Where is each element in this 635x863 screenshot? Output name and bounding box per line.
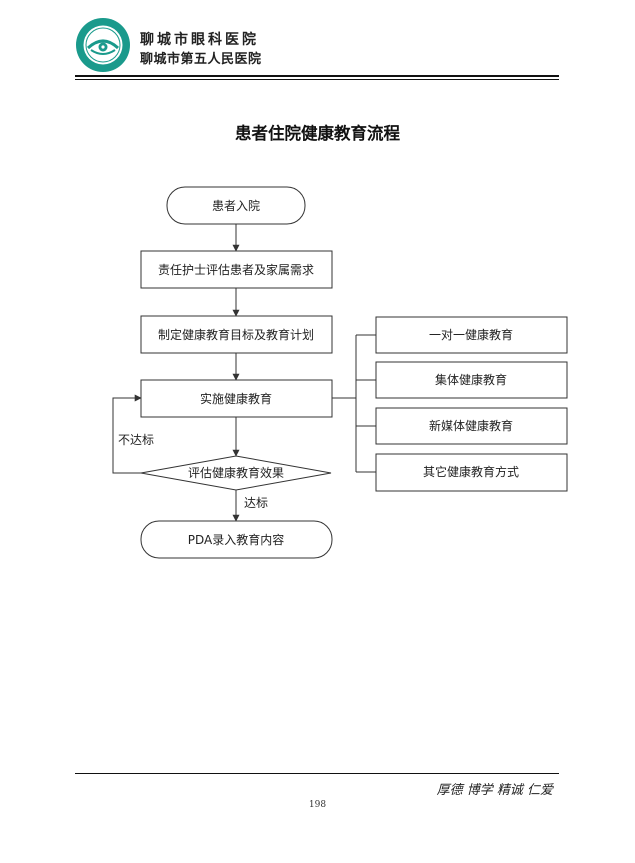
assess-needs-label: 责任护士评估患者及家属需求 [158,262,314,277]
hospital-logo [76,18,130,72]
hospital-alt-name: 聊城市第五人民医院 [140,52,262,67]
page-header: 聊城市眼科医院 聊城市第五人民医院 [0,0,635,85]
evaluate-label: 评估健康教育效果 [188,465,284,480]
document-title: 患者住院健康教育流程 [235,124,400,143]
fail-label: 不达标 [118,433,154,447]
hospital-motto: 厚德 博学 精诚 仁爱 [436,783,553,798]
loop-fail-arrow [112,394,142,474]
make-plan-label: 制定健康教育目标及教育计划 [158,327,314,342]
page-number: 198 [308,800,327,810]
header-rule-thin [75,79,559,80]
method-label-3: 新媒体健康教育 [429,418,513,433]
end-label: PDA录入教育内容 [188,532,284,547]
implement-label: 实施健康教育 [200,391,272,406]
method-label-1: 一对一健康教育 [429,327,513,342]
method-label-4: 其它健康教育方式 [423,464,519,479]
footer-rule [75,773,559,774]
start-label: 患者入院 [212,199,260,213]
hospital-name: 聊城市眼科医院 [140,32,259,48]
method-box-1 [375,316,568,354]
method-box-4 [375,453,568,492]
method-box-3 [375,407,568,445]
evaluate-decision [140,455,332,491]
make-plan-box [140,315,333,354]
method-label-2: 集体健康教育 [435,372,507,387]
header-rule-thick [75,75,559,77]
pass-label: 达标 [244,496,268,510]
